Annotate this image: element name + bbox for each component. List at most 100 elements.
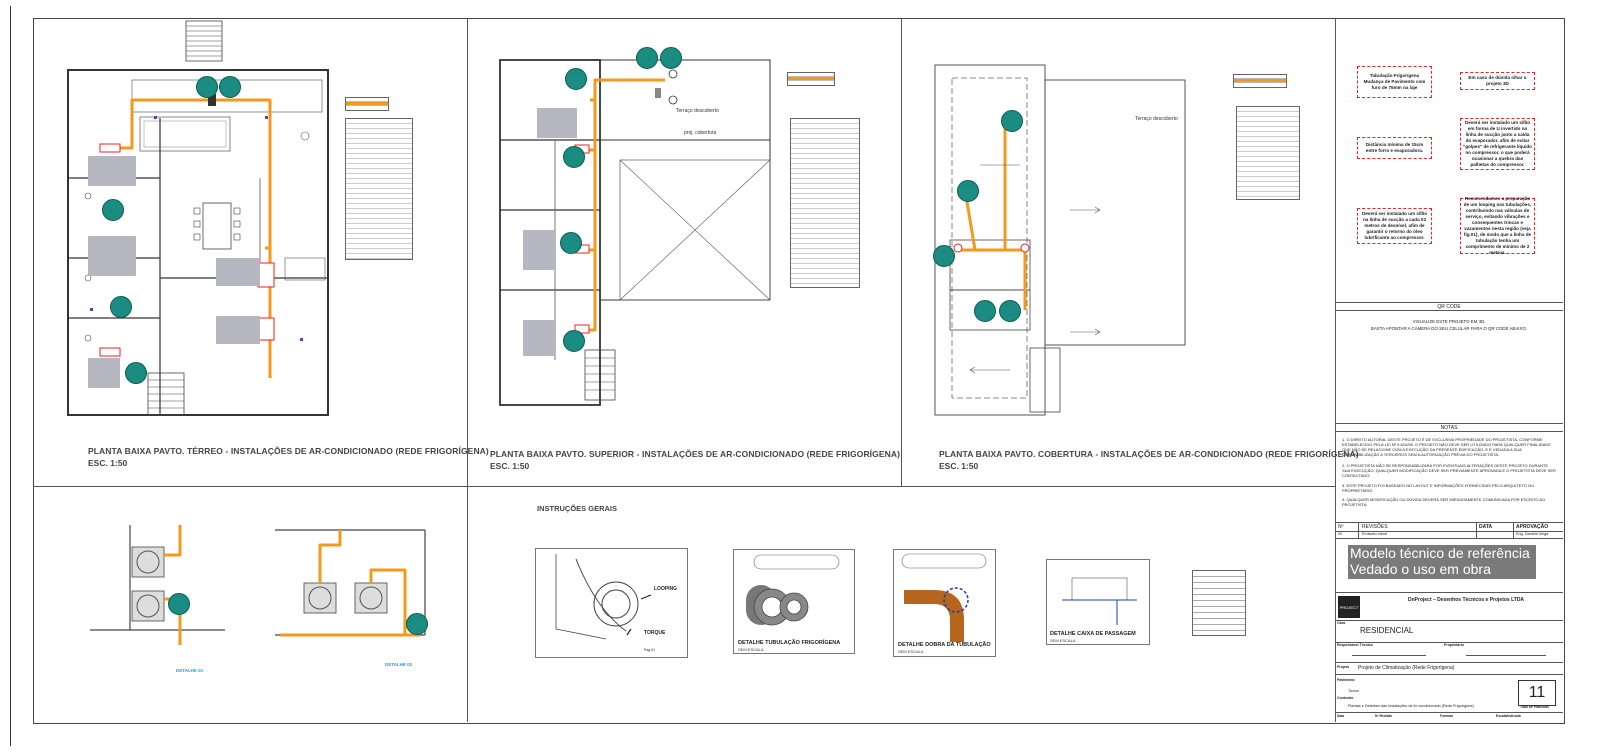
panel-title-terreo: PLANTA BAIXA PAVTO. TÉRREO - INSTALAÇÕES… xyxy=(88,446,489,456)
divider xyxy=(901,18,902,486)
unit-marker-icon xyxy=(102,199,124,221)
panel-scale-terreo: ESC. 1:50 xyxy=(88,458,128,468)
company-logo: PROJECT xyxy=(1338,596,1360,618)
footer-revisao: Nº Revisão xyxy=(1375,714,1393,718)
rev-row-aprov: Eng. Daniela Veiga xyxy=(1516,532,1549,536)
note-box: Deverá ser instalado um sifão em forma d… xyxy=(1460,118,1535,170)
panel-title-superior: PLANTA BAIXA PAVTO. SUPERIOR - INSTALAÇÕ… xyxy=(490,449,901,459)
obra-label: Obra xyxy=(1337,621,1346,625)
detail-drawings xyxy=(90,525,426,645)
proprietario-label: Proprietário xyxy=(1444,643,1464,647)
unit-marker-icon xyxy=(999,300,1021,322)
unit-marker-icon xyxy=(563,330,585,352)
materials-table xyxy=(1236,106,1300,200)
unit-marker-icon xyxy=(636,47,658,69)
panel-title-cobertura: PLANTA BAIXA PAVTO. COBERTURA - INSTALAÇ… xyxy=(939,449,1359,459)
sheet-frame xyxy=(33,18,1565,724)
unit-marker-icon xyxy=(560,232,582,254)
drawing-sheet xyxy=(10,6,1599,746)
terraco-label: Terraço descoberto xyxy=(676,108,719,114)
rev-header-data: DATA xyxy=(1479,524,1493,530)
watermark: Modelo técnico de referência Vedado o us… xyxy=(1348,545,1536,579)
projeto-label: Projeto xyxy=(1337,665,1350,669)
floor-plan-cobertura xyxy=(934,64,1186,416)
projeto-value: Projeto de Climatização (Rede Frigorígen… xyxy=(1358,665,1455,671)
caixa-table xyxy=(1192,570,1246,636)
divider xyxy=(33,486,1335,487)
legend-table xyxy=(787,72,835,86)
footer-escala: Escala/Indicada xyxy=(1496,714,1521,718)
divider xyxy=(1335,18,1336,722)
pavimento-label: Pavimento xyxy=(1337,678,1355,682)
note-box: Distância mínima de 15cm entre forro e e… xyxy=(1357,137,1432,159)
unit-marker-icon xyxy=(196,76,218,98)
tubulacao-sub: SEM ESCALA xyxy=(738,647,764,652)
looping-detail: LOOPING TORQUE Pag.01 xyxy=(535,548,688,658)
unit-marker-icon xyxy=(933,245,955,267)
detalhe-02-label: DETALHE 02 xyxy=(385,662,413,667)
dobra-sub: SEM ESCALA xyxy=(898,649,924,654)
rev-header-num: Nº xyxy=(1338,524,1344,530)
unit-marker-icon xyxy=(406,613,428,635)
notas-title: NOTAS xyxy=(1440,425,1458,431)
note-box: Recomendamos a preparação de um looping … xyxy=(1460,196,1535,255)
conteudo-value: Plantas e Detalhes das Instalações de Ar… xyxy=(1348,704,1474,708)
sheet-number: 11 xyxy=(1518,680,1556,706)
nota-3: 3. ESTE PROJETO FOI BASEADO NO LAYOUT E … xyxy=(1342,483,1534,493)
pavimento-value: Todos xyxy=(1348,688,1359,693)
terraco-label: Terraço descoberto xyxy=(1135,116,1178,122)
rev-row-desc: Emissão inicial xyxy=(1362,532,1388,536)
unit-marker-icon xyxy=(125,362,147,384)
company-name: DnProject – Desenhos Técnicos e Projetos… xyxy=(1408,597,1525,603)
responsavel-label: Responsável Técnico xyxy=(1337,643,1373,647)
looping-label: LOOPING xyxy=(654,586,678,592)
dobra-title: DETALHE DOBRA DA TUBULAÇÃO xyxy=(898,642,991,648)
unit-marker-icon xyxy=(957,180,979,202)
materials-table xyxy=(345,118,413,260)
conteudo-label: Conteúdo xyxy=(1337,696,1354,700)
caixa-sub: SEM ESCALA xyxy=(1050,638,1076,643)
caixa-detail: DETALHE CAIXA DE PASSAGEM SEM ESCALA xyxy=(1046,559,1150,645)
sheet-total-label: Total de Pranchas xyxy=(1520,705,1549,709)
nota-1: 1. O DIREITO AUTORAL DESTE PROJETO É DE … xyxy=(1342,437,1551,457)
legend-table xyxy=(1233,74,1287,88)
unit-marker-icon xyxy=(219,76,241,98)
caixa-title: DETALHE CAIXA DE PASSAGEM xyxy=(1050,631,1136,637)
floor-plan-superior xyxy=(499,59,771,406)
nota-4: 4. QUALQUER MODIFICAÇÃO OU DÚVIDA DEVERÁ… xyxy=(1342,497,1546,507)
unit-marker-icon xyxy=(110,296,132,318)
rev-header-rev: REVISÕES xyxy=(1362,524,1388,530)
dobra-detail: DETALHE DOBRA DA TUBULAÇÃO SEM ESCALA xyxy=(893,549,996,657)
panel-scale-cobertura: ESC. 1:50 xyxy=(939,461,979,471)
torque-label: TORQUE xyxy=(644,630,666,636)
panel-scale-superior: ESC. 1:50 xyxy=(490,461,530,471)
legend-table xyxy=(345,97,389,111)
footer-data: Data xyxy=(1337,714,1345,718)
unit-marker-icon xyxy=(563,146,585,168)
unit-marker-icon xyxy=(168,593,190,615)
tubulacao-title: DETALHE TUBULAÇÃO FRIGORÍGENA xyxy=(738,640,841,646)
detalhe-01-label: DETALHE 01 xyxy=(176,668,204,673)
qrcode-line2: BASTA APONTAR A CÂMERA DO SEU CELULAR PA… xyxy=(1370,326,1528,331)
note-box: Tubulação Frigorígena Mudança de Pavimen… xyxy=(1357,66,1432,98)
materials-table xyxy=(790,118,860,288)
unit-marker-icon xyxy=(1001,110,1023,132)
divider xyxy=(467,18,468,722)
qrcode-title: QR CODE xyxy=(1437,304,1461,310)
rev-row-num: 00 xyxy=(1338,532,1343,536)
instrucoes-title: INSTRUÇÕES GERAIS xyxy=(537,504,618,513)
rev-header-aprov: APROVAÇÃO xyxy=(1516,524,1549,530)
watermark-line1: Modelo técnico de referência xyxy=(1350,545,1530,561)
unit-marker-icon xyxy=(660,47,682,69)
cobertura-label: proj. cobertura xyxy=(684,130,717,136)
nota-2: 2. O PROJETISTA NÃO SE RESPONSABILIZARÁ … xyxy=(1342,463,1556,478)
note-box: Em caso de dúvida olhar o projeto 3D xyxy=(1460,72,1535,90)
figure-ref: Pag.01 xyxy=(644,648,656,652)
unit-marker-icon xyxy=(974,300,996,322)
note-box: Deverá ser instalado um sifão na linha d… xyxy=(1357,208,1432,244)
obra-value: RESIDENCIAL xyxy=(1360,626,1414,635)
floor-plan-terreo xyxy=(67,20,329,416)
watermark-line2: Vedado o uso em obra xyxy=(1350,561,1491,577)
unit-marker-icon xyxy=(565,68,587,90)
footer-formato: Formato xyxy=(1440,714,1454,718)
